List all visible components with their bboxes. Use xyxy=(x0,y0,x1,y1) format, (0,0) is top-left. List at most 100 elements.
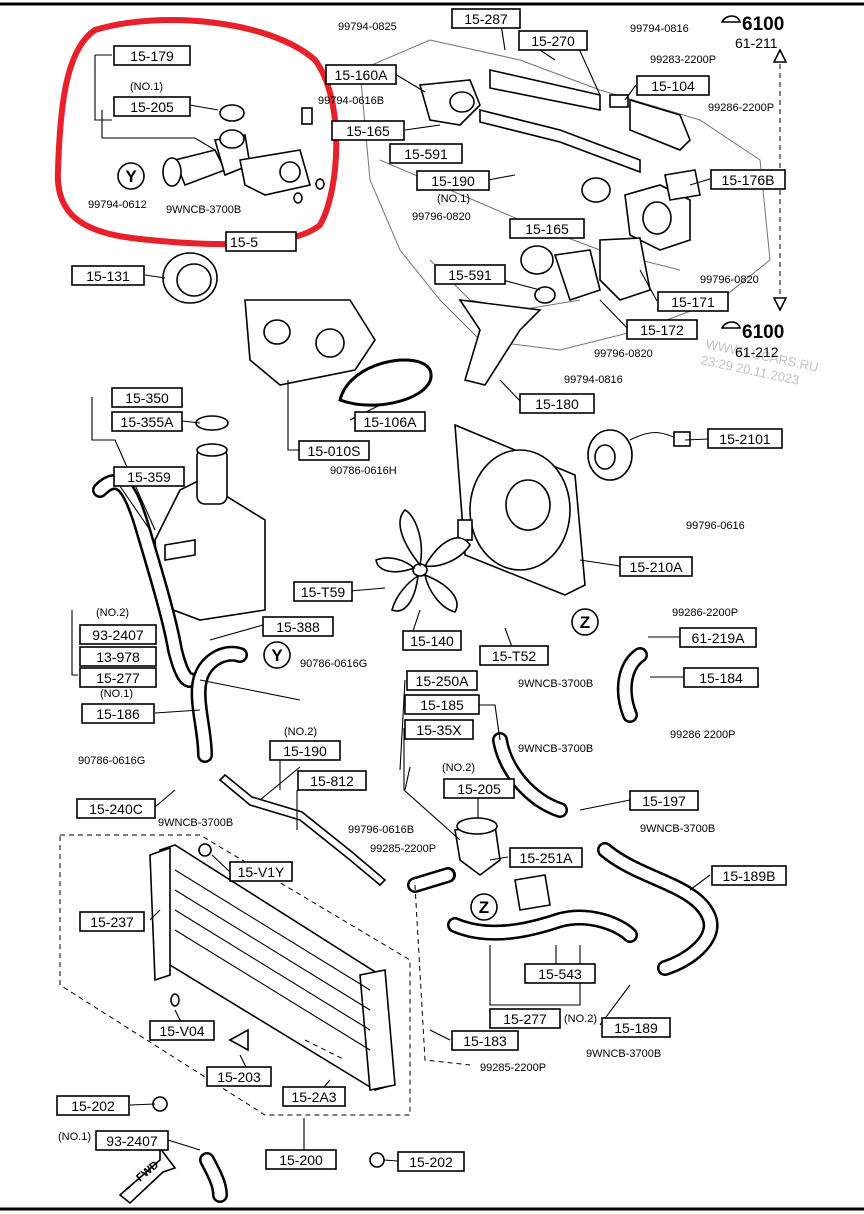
svg-text:15-140: 15-140 xyxy=(410,633,454,649)
svg-text:15-202: 15-202 xyxy=(71,1098,115,1114)
marker-y-circle: Y xyxy=(117,162,145,190)
label-15-180: 15-180 xyxy=(519,393,595,414)
label-15-205-b: 15-205 xyxy=(443,778,515,799)
svg-text:15-812: 15-812 xyxy=(310,773,354,789)
drain-plug-15-202-b xyxy=(369,1152,385,1168)
svg-text:15-2A3: 15-2A3 xyxy=(291,1089,336,1105)
fan-shroud xyxy=(454,423,586,596)
label-15-106a: 15-106A xyxy=(354,411,426,432)
cooling-fan xyxy=(375,509,471,613)
label-15-185: 15-185 xyxy=(404,694,480,715)
label-15-270: 15-270 xyxy=(518,30,588,51)
label-15-240c: 15-240C xyxy=(76,798,156,819)
note-90786-0616g-a: 90786-0616G xyxy=(300,658,367,670)
label-15-184: 15-184 xyxy=(683,667,759,688)
note-9wncb-e: 9WNCB-3700B xyxy=(640,823,715,835)
water-neck-assembly xyxy=(162,104,325,204)
label-15-176b: 15-176B xyxy=(710,169,786,190)
label-15-189: 15-189 xyxy=(601,1017,671,1038)
label-15-250a: 15-250A xyxy=(406,670,478,691)
svg-text:93-2407: 93-2407 xyxy=(92,627,144,643)
marker-y-circle-mid: Y xyxy=(263,641,291,669)
note-99794-0816-b: 99794-0816 xyxy=(564,374,623,386)
label-15-5xx-cut: 15-5 xyxy=(225,231,297,252)
fan-motor xyxy=(587,429,691,481)
note-no2-c: (NO.2) xyxy=(442,762,475,774)
svg-text:15-T52: 15-T52 xyxy=(492,648,537,664)
svg-text:15-172: 15-172 xyxy=(640,322,684,338)
note-90786-0616g-b: 90786-0616G xyxy=(78,755,145,767)
svg-text:15-277: 15-277 xyxy=(96,670,140,686)
label-93-2407-a: 93-2407 xyxy=(79,624,157,645)
svg-text:15-5: 15-5 xyxy=(230,234,258,250)
hose-15-185 xyxy=(492,732,568,818)
label-15-251a: 15-251A xyxy=(509,847,583,868)
note-no1-d: (NO.1) xyxy=(58,1131,91,1143)
label-15-35x: 15-35X xyxy=(404,719,474,740)
note-99796-0616: 99796-0616 xyxy=(686,520,745,532)
svg-text:15-200: 15-200 xyxy=(279,1152,323,1168)
marker-y-label: Y xyxy=(125,167,137,186)
hose-15-184 xyxy=(616,647,648,723)
coolant-reservoir xyxy=(154,415,266,621)
svg-text:15-184: 15-184 xyxy=(699,670,743,686)
thermostat-housing-gasket xyxy=(244,299,376,386)
marker-z-circle-bottom: Z xyxy=(470,893,498,921)
label-15-350: 15-350 xyxy=(111,387,183,408)
water-pump-seal xyxy=(162,252,218,304)
note-99794-0825: 99794-0825 xyxy=(338,21,397,33)
svg-text:15-165: 15-165 xyxy=(525,221,569,237)
note-9wncb-b: 9WNCB-3700B xyxy=(518,678,593,690)
hose-15-543 xyxy=(447,909,638,943)
label-15-237: 15-237 xyxy=(79,911,145,932)
svg-text:15-202: 15-202 xyxy=(409,1154,453,1170)
ref-6100-top-sub: 61-211 xyxy=(735,35,778,51)
label-15-2101: 15-2101 xyxy=(707,428,783,449)
label-61-219a: 61-219A xyxy=(679,627,757,648)
svg-text:15-591: 15-591 xyxy=(448,267,492,283)
plug-15-v04 xyxy=(170,993,180,1007)
note-99794-0816-top: 99794-0816 xyxy=(630,23,689,35)
note-no2-d: (NO.2) xyxy=(564,1013,597,1025)
svg-text:15-251A: 15-251A xyxy=(520,850,574,866)
label-15-160a: 15-160A xyxy=(325,64,397,85)
note-99286-2200p-top: 99286-2200P xyxy=(708,102,774,114)
svg-text:15-165: 15-165 xyxy=(346,123,390,139)
label-15-203: 15-203 xyxy=(206,1066,272,1087)
note-9wncb-d: 9WNCB-3700B xyxy=(158,817,233,829)
label-15-355a: 15-355A xyxy=(111,411,183,432)
svg-text:15-543: 15-543 xyxy=(538,966,582,982)
marker-z-circle-top: Z xyxy=(571,608,599,636)
label-15-388: 15-388 xyxy=(262,616,334,637)
note-99794-0616b: 99794-0616B xyxy=(318,95,384,107)
note-99796-0820-b: 99796-0820 xyxy=(700,274,759,286)
label-15-104: 15-104 xyxy=(636,75,710,96)
svg-text:15-106A: 15-106A xyxy=(364,414,418,430)
note-no1-c: (NO.1) xyxy=(100,688,133,700)
label-15-v1y: 15-V1Y xyxy=(229,861,293,882)
filler-neck xyxy=(454,817,551,911)
svg-text:15-T59: 15-T59 xyxy=(301,584,346,600)
svg-text:15-010S: 15-010S xyxy=(308,443,361,459)
note-99794-0612: 99794-0612 xyxy=(88,199,147,211)
note-99286-2200: 99286 2200P xyxy=(670,729,735,741)
svg-text:15-176B: 15-176B xyxy=(722,172,775,188)
label-15-202-a: 15-202 xyxy=(56,1095,130,1116)
label-15-172: 15-172 xyxy=(626,319,698,340)
label-15-171: 15-171 xyxy=(657,291,729,312)
svg-text:93-2407: 93-2407 xyxy=(106,1133,158,1149)
label-15-277-a: 15-277 xyxy=(79,667,157,688)
ref-6100-top-main: 6100 xyxy=(742,14,784,35)
ref-6100-bottom-main: 6100 xyxy=(742,322,784,343)
label-15-v04: 15-V04 xyxy=(149,1020,215,1041)
svg-text:15-35X: 15-35X xyxy=(416,722,462,738)
note-no2-b: (NO.2) xyxy=(284,726,317,738)
svg-text:15-203: 15-203 xyxy=(217,1069,261,1085)
note-no2-a: (NO.2) xyxy=(96,607,129,619)
svg-text:15-160A: 15-160A xyxy=(335,67,389,83)
note-99283-2200p: 99283-2200P xyxy=(650,54,716,66)
label-15-591-a: 15-591 xyxy=(389,143,463,164)
label-15-t52: 15-T52 xyxy=(479,645,549,666)
svg-text:15-2101: 15-2101 xyxy=(719,431,771,447)
note-99286-2200p-mid: 99286-2200P xyxy=(672,607,738,619)
